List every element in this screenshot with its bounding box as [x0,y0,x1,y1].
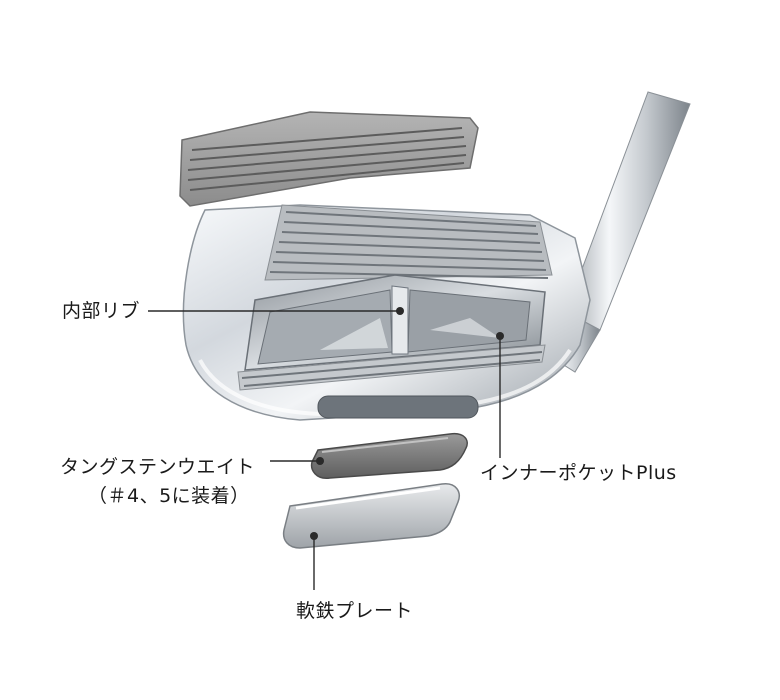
internal-rib [391,285,409,355]
leader-lines [148,310,501,590]
sole-slot [317,395,479,419]
dot-tungsten [316,457,324,465]
back-face [264,204,553,281]
soft-iron-plate [282,483,460,549]
face-plate [179,111,479,207]
label-inner-pocket: インナーポケットPlus [480,462,677,484]
tungsten-weight [310,432,468,479]
dot-internal-rib [396,307,404,315]
leader-dots [310,307,504,540]
inner-pocket [244,274,546,371]
label-soft-iron-plate: 軟鉄プレート [296,600,414,622]
label-internal-rib: 内部リブ [62,300,141,322]
label-tungsten-note: （＃4、5に装着） [88,485,250,507]
lower-band [237,344,546,391]
label-tungsten-weight: タングステンウエイト [60,456,256,478]
dot-soft-iron [310,532,318,540]
dot-inner-pocket [496,332,504,340]
